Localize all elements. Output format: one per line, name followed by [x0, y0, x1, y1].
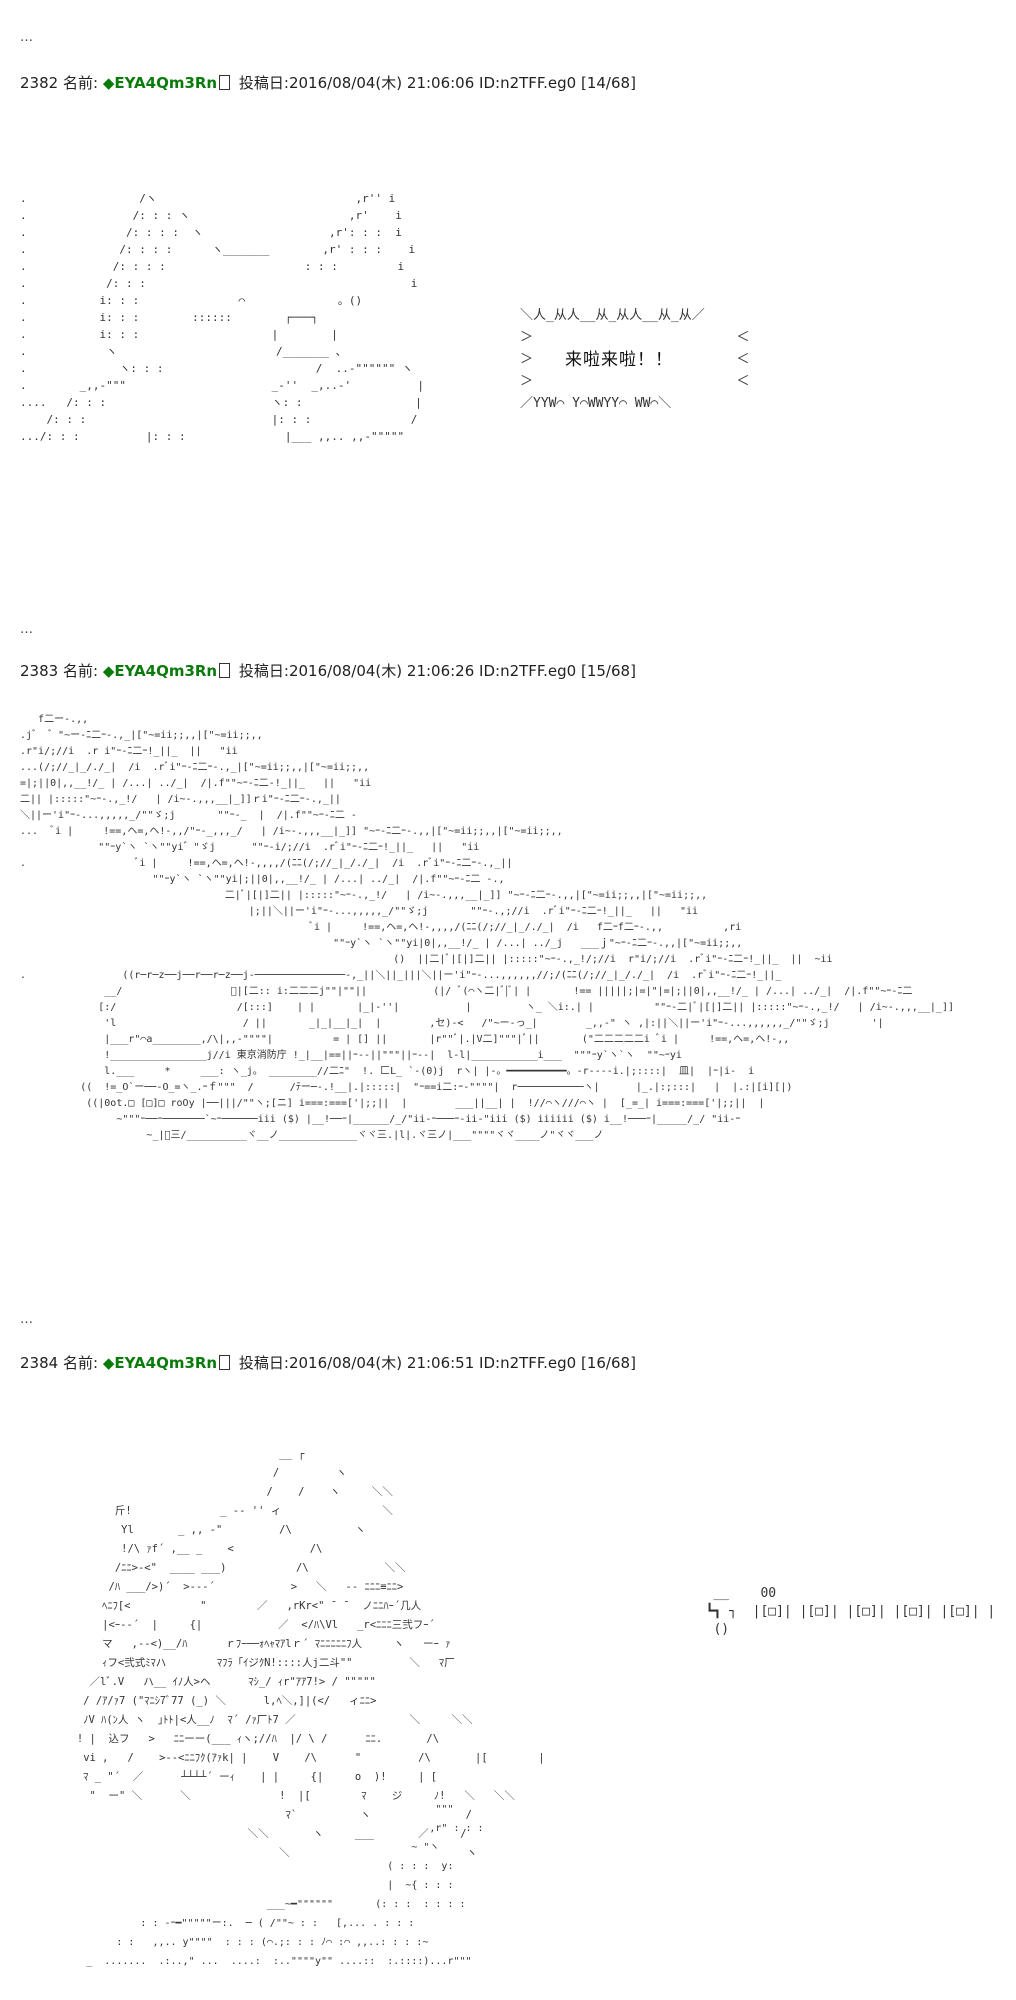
box-icon [219, 1355, 231, 1370]
post-number: 2383 [20, 662, 59, 680]
shout-text: 来啦来啦！！ [565, 350, 673, 370]
trip-code[interactable]: ◆EYA4Qm3Rn [102, 662, 218, 680]
post-counter: [14/68] [580, 74, 636, 92]
post-ellipsis: … [20, 1312, 33, 1327]
post-counter: [16/68] [580, 1354, 636, 1372]
name-label: 名前: [62, 662, 99, 680]
post-ellipsis: … [20, 622, 33, 637]
post-datetime: 2016/08/04(木) 21:06:26 [288, 662, 475, 680]
posted-label: 投稿日: [238, 1354, 289, 1372]
post-number: 2382 [20, 74, 59, 92]
shout-bubble: ＼人_从人__从_从人__从_从／ ＞ ＜ ＞ ＜ ＞ ＜ ／YYW⌒ Y⌒WW… [520, 308, 750, 411]
ascii-art-fire-truck: f二ー-.,, .j゛ ゛"~ー-ﾆ二ｰ-.,_|["~=ii;;,,|["~=… [20, 714, 954, 1141]
ascii-art-mecha: __ ┌ / ヽ / / ヽ ＼＼ 斤! _ -- '' ィ ＼ Yl _ [76, 1448, 545, 1859]
trip-code[interactable]: ◆EYA4Qm3Rn [102, 74, 218, 92]
posted-label: 投稿日: [238, 74, 289, 92]
ascii-art-creature: """ ,r" : : : ~ "ヽ [86, 1804, 484, 1967]
post-counter: [15/68] [580, 662, 636, 680]
post-ellipsis: … [20, 30, 33, 45]
post-datetime: 2016/08/04(木) 21:06:06 [288, 74, 475, 92]
post-number: 2384 [20, 1354, 59, 1372]
post-id: ID:n2TFF.eg0 [479, 1354, 577, 1372]
name-label: 名前: [62, 74, 99, 92]
ascii-art-cat: . /ヽ ,r'' i . /: : : ヽ ,r' i . /: : : : … [20, 192, 424, 443]
posted-label: 投稿日: [238, 662, 289, 680]
post-header: 2383 名前: ◆EYA4Qm3Rn 投稿日:2016/08/04(木) 21… [20, 660, 636, 681]
name-label: 名前: [62, 1354, 99, 1372]
ascii-art-sign: __ 00 ┗┓ ┐ |[□]| |[□]| |[□]| |[□]| |[□]|… [705, 1586, 996, 1637]
post-datetime: 2016/08/04(木) 21:06:51 [288, 1354, 475, 1372]
post-id: ID:n2TFF.eg0 [479, 74, 577, 92]
post-header: 2384 名前: ◆EYA4Qm3Rn 投稿日:2016/08/04(木) 21… [20, 1352, 636, 1373]
post-id: ID:n2TFF.eg0 [479, 662, 577, 680]
post-header: 2382 名前: ◆EYA4Qm3Rn 投稿日:2016/08/04(木) 21… [20, 72, 636, 93]
trip-code[interactable]: ◆EYA4Qm3Rn [102, 1354, 218, 1372]
box-icon [219, 75, 231, 90]
box-icon [219, 663, 231, 678]
